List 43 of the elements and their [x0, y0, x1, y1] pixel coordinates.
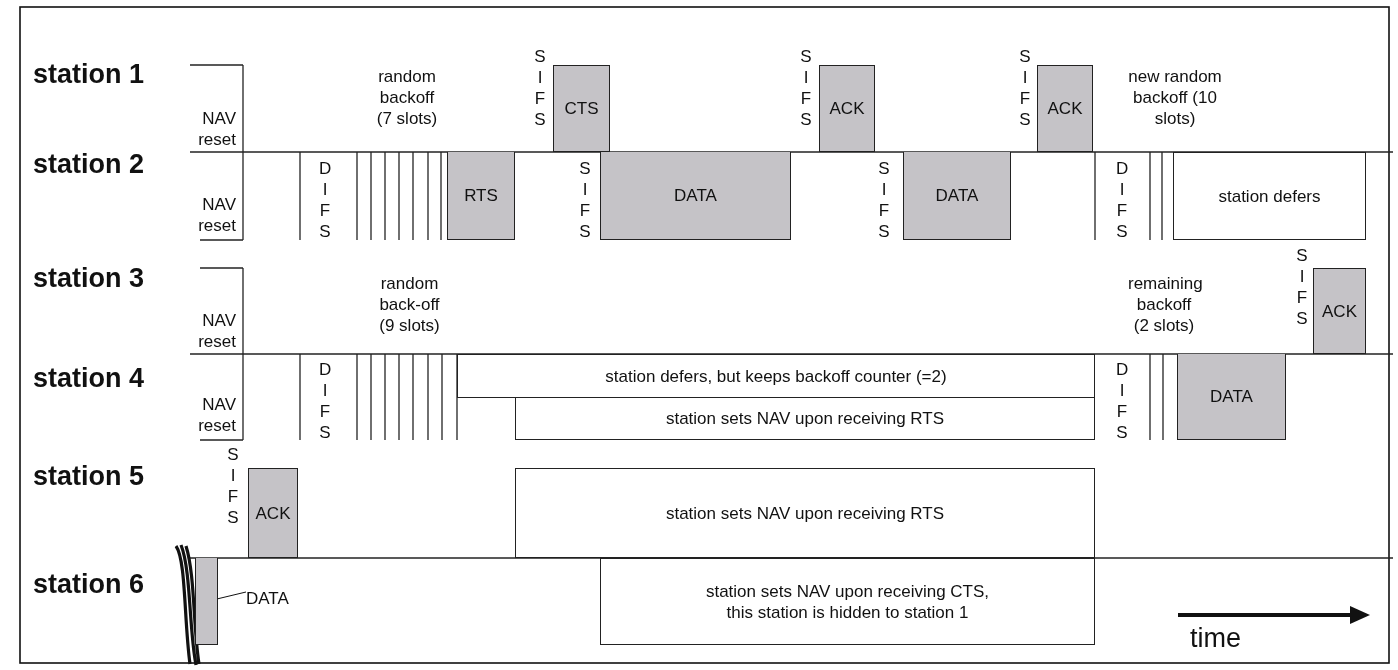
- nav-period-box: station sets NAV upon receiving RTS: [515, 468, 1095, 558]
- backoff-note: random back-off (9 slots): [378, 273, 441, 336]
- frame-block: DATA: [903, 152, 1011, 240]
- frame-block: RTS: [447, 152, 515, 240]
- interval-label: SIFS: [800, 46, 812, 130]
- frame-block: ACK: [1313, 268, 1366, 354]
- nav-reset-label: NAV reset: [197, 108, 236, 150]
- frame-block: DATA: [600, 152, 791, 240]
- nav-period-box: station defers, but keeps backoff counter (=2): [457, 354, 1095, 398]
- nav-period-box: station sets NAV upon receiving CTS, this station is hidden to station 1: [600, 558, 1095, 645]
- data-frame-bar: [195, 558, 218, 645]
- interval-label: SIFS: [227, 444, 239, 528]
- station-label: station 3: [33, 262, 145, 294]
- nav-reset-label: NAV reset: [197, 310, 236, 352]
- interval-label: DIFS: [1116, 359, 1128, 443]
- interval-label: DIFS: [1116, 158, 1128, 242]
- callout-label: DATA: [246, 586, 316, 610]
- nav-period-box: station defers: [1173, 152, 1366, 240]
- backoff-note: new random backoff (10 slots): [1127, 66, 1223, 129]
- leader-line: [217, 591, 247, 600]
- station-label: station 6: [33, 568, 145, 600]
- interval-label: SIFS: [1296, 245, 1308, 329]
- station-label: station 5: [33, 460, 145, 492]
- frame-block: ACK: [819, 65, 875, 152]
- nav-reset-label: NAV reset: [197, 394, 236, 436]
- backoff-note: remaining backoff (2 slots): [1128, 273, 1200, 336]
- interval-label: SIFS: [878, 158, 890, 242]
- station-label: station 2: [33, 148, 145, 180]
- station-label: station 4: [33, 362, 145, 394]
- interval-label: SIFS: [534, 46, 546, 130]
- backoff-note: random backoff (7 slots): [375, 66, 439, 129]
- nav-period-box: station sets NAV upon receiving RTS: [515, 397, 1095, 440]
- frame-block: ACK: [1037, 65, 1093, 152]
- frame-block: CTS: [553, 65, 610, 152]
- interval-label: SIFS: [579, 158, 591, 242]
- interval-label: DIFS: [319, 359, 331, 443]
- time-label: time: [1190, 622, 1241, 654]
- frame-block: ACK: [248, 468, 298, 558]
- station-label: station 1: [33, 58, 145, 90]
- frame-block: DATA: [1177, 354, 1286, 440]
- nav-reset-label: NAV reset: [197, 194, 236, 236]
- interval-label: DIFS: [319, 158, 331, 242]
- interval-label: SIFS: [1019, 46, 1031, 130]
